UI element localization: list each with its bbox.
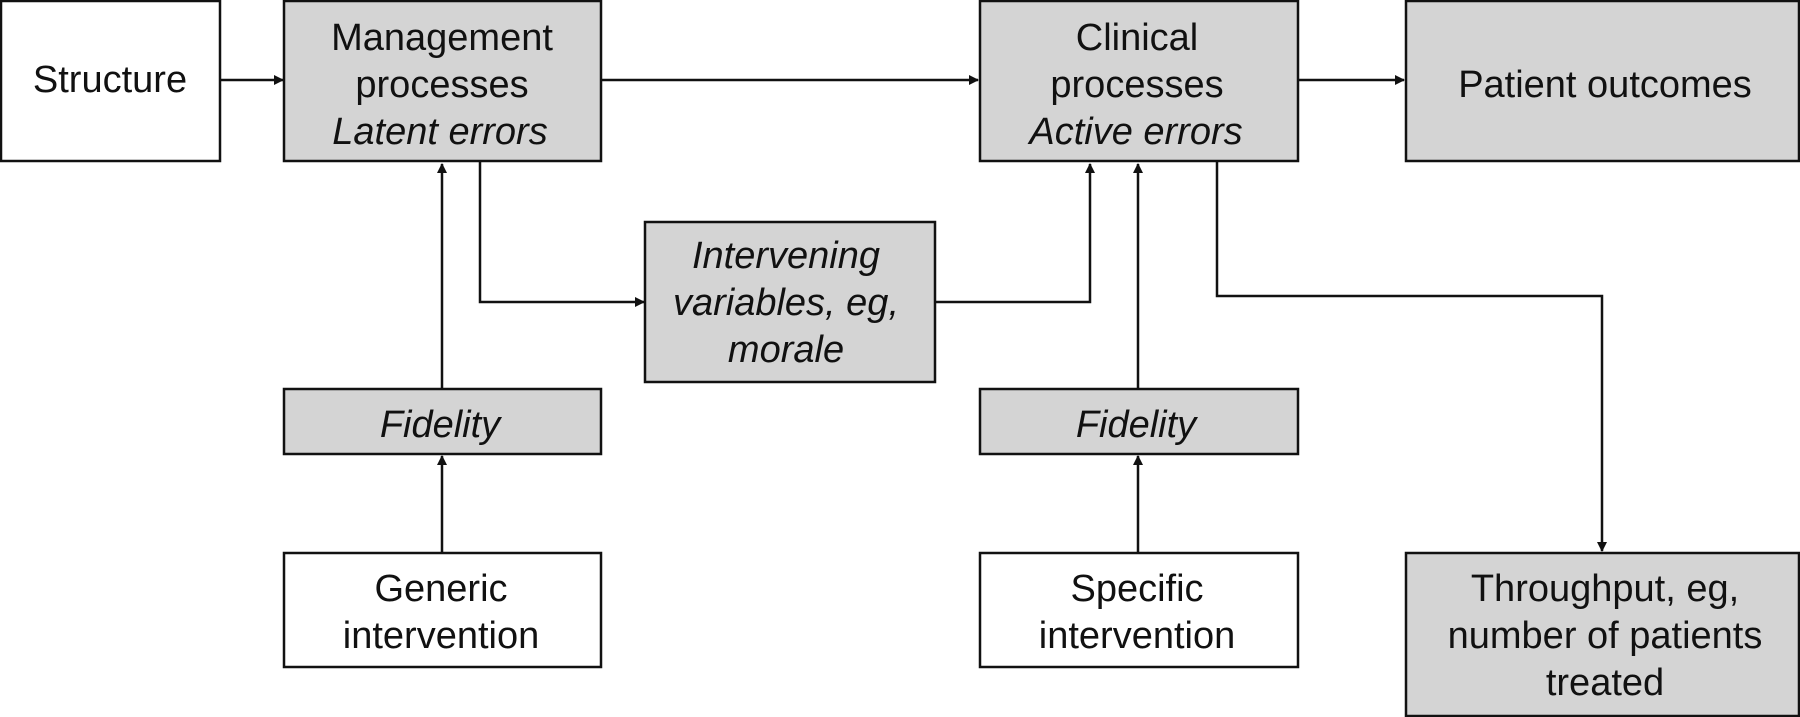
node-management-line1: Management	[331, 17, 553, 59]
node-clinical-processes: Clinical processes Active errors	[978, 0, 1300, 163]
node-throughput-line3: treated	[1546, 662, 1664, 704]
node-clinical-line2: processes	[1050, 64, 1223, 106]
node-intervening-line1: Intervening	[692, 235, 880, 277]
node-structure-label: Structure	[33, 59, 187, 101]
arrow-intervening-to-clinical	[935, 163, 1095, 304]
node-management-latent-errors: Latent errors	[332, 111, 547, 153]
node-intervening-line2: variables, eg,	[673, 282, 899, 324]
node-structure: Structure	[0, 0, 222, 163]
node-throughput-line1: Throughput, eg,	[1471, 568, 1739, 610]
node-generic-intervention: Generic intervention	[282, 551, 603, 669]
node-throughput: Throughput, eg, number of patients treat…	[1404, 551, 1800, 717]
node-specific-line1: Specific	[1070, 568, 1203, 610]
node-specific-line2: intervention	[1039, 615, 1235, 657]
node-generic-line1: Generic	[374, 568, 507, 610]
node-intervening-line3: morale	[728, 329, 844, 371]
node-fidelity-right-label: Fidelity	[1076, 404, 1198, 446]
node-clinical-active-errors: Active errors	[1027, 111, 1242, 153]
connectors	[220, 75, 1607, 552]
arrow-clinical-to-throughput	[1215, 162, 1607, 552]
node-intervening-variables: Intervening variables, eg, morale	[643, 220, 937, 384]
node-fidelity-left-label: Fidelity	[380, 404, 502, 446]
node-management-processes: Management processes Latent errors	[282, 0, 603, 163]
node-generic-line2: intervention	[343, 615, 539, 657]
arrow-management-to-intervening	[478, 162, 645, 307]
node-throughput-line2: number of patients	[1448, 615, 1763, 657]
node-fidelity-left: Fidelity	[282, 387, 603, 456]
node-specific-intervention: Specific intervention	[978, 551, 1300, 669]
node-clinical-line1: Clinical	[1076, 17, 1198, 59]
node-patient-outcomes: Patient outcomes	[1404, 0, 1800, 163]
node-patient-outcomes-label: Patient outcomes	[1458, 64, 1752, 106]
node-management-line2: processes	[355, 64, 528, 106]
node-fidelity-right: Fidelity	[978, 387, 1300, 456]
